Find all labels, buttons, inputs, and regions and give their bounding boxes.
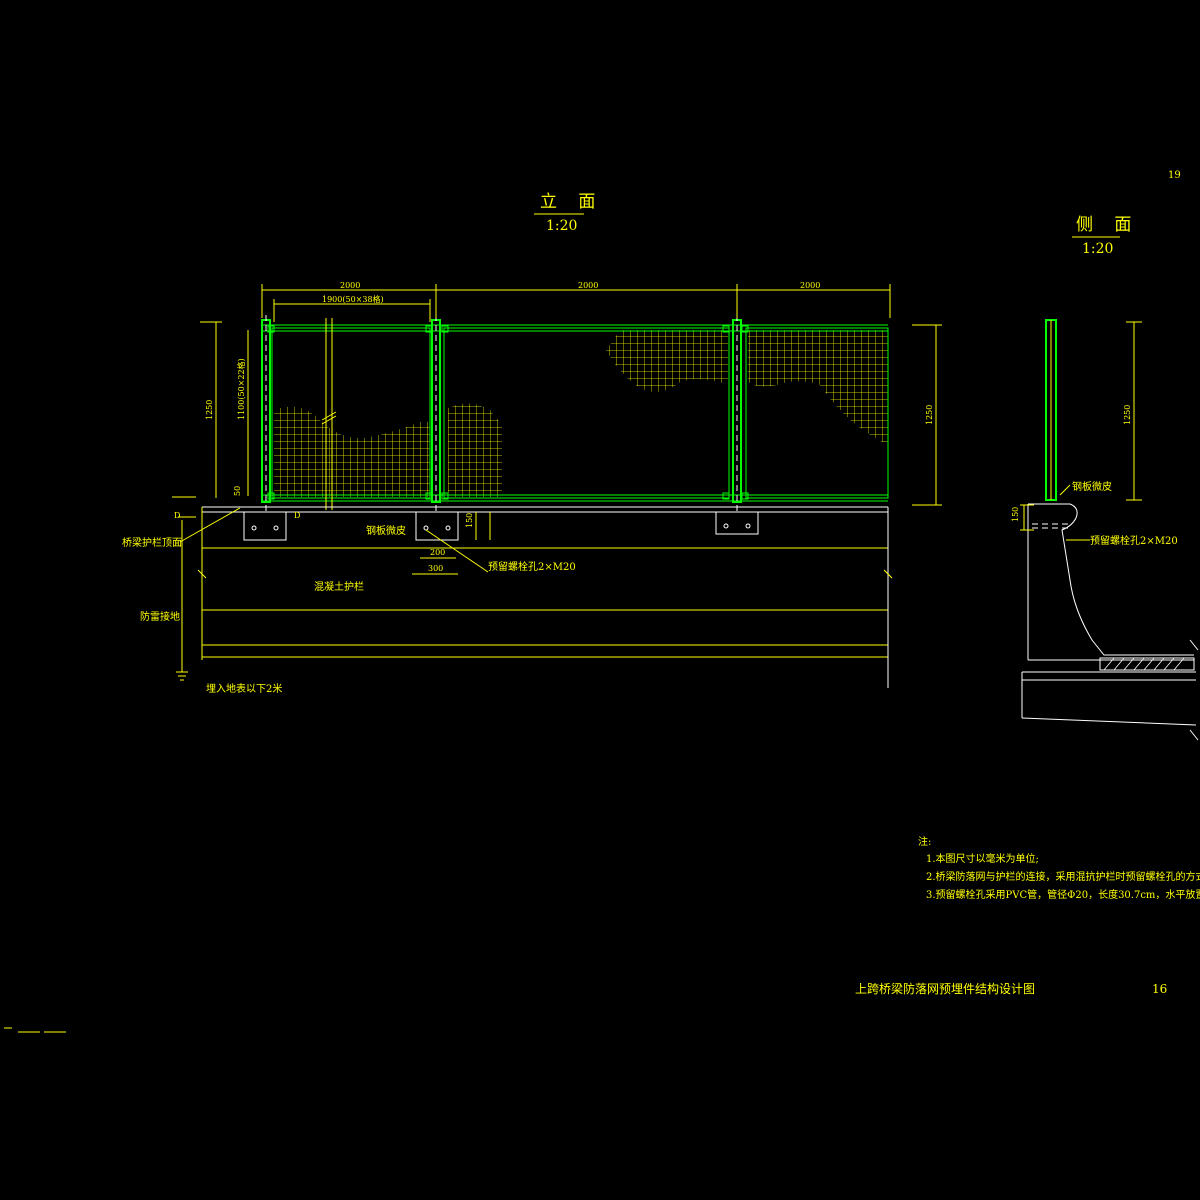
dim-plate-width: 200 <box>430 548 445 557</box>
embed-plate-1 <box>243 511 287 541</box>
page-number-bottom: 16 <box>1152 982 1167 996</box>
label-rail-top: 桥梁护栏顶面 <box>122 536 182 549</box>
mesh-region-1 <box>274 406 430 497</box>
label-steel-plate: 钢板微皮 <box>366 524 406 537</box>
dim-plate-outer: 300 <box>428 564 443 573</box>
dim-base-small: 50 <box>233 486 242 496</box>
dim-mesh-height: 1100(50×22格) <box>236 358 246 420</box>
section-mark-left: D <box>174 511 180 520</box>
mesh-region-2 <box>448 403 502 497</box>
side-dim-embed: 150 <box>1011 507 1020 522</box>
dim-span-3: 2000 <box>800 281 820 290</box>
elevation-scale: 1:20 <box>546 218 577 234</box>
section-mark-right: D <box>294 511 300 520</box>
concrete-rail <box>172 496 893 688</box>
dim-span-1: 2000 <box>340 281 360 290</box>
dim-mesh-width: 1900(50×38格) <box>322 294 384 304</box>
page-number-top: 19 <box>1168 170 1181 181</box>
mesh-region-3 <box>606 330 728 392</box>
sheet-title: 上跨桥梁防落网预埋件结构设计图 <box>855 981 1035 996</box>
side-dim-height: 1250 <box>1123 405 1132 425</box>
label-bolt-hole: 预留螺栓孔2×M20 <box>488 560 576 573</box>
dim-height-right: 1250 <box>925 405 934 425</box>
elevation-dimensions <box>200 284 942 575</box>
elevation-title: 立 面 <box>540 192 603 212</box>
fence-frame <box>261 315 889 515</box>
side-label-bolt-hole: 预留螺栓孔2×M20 <box>1090 534 1178 547</box>
dim-embed-depth: 150 <box>465 513 474 528</box>
note-2: 2.桥梁防落网与护栏的连接，采用混抗护栏时预留螺栓孔的方式; <box>926 870 1200 883</box>
embed-plate-3 <box>715 511 759 535</box>
note-1: 1.本图尺寸以毫米为单位; <box>926 852 1039 865</box>
dim-span-2: 2000 <box>578 281 598 290</box>
note-3: 3.预留螺栓孔采用PVC管，管径Φ20，长度30.7cm，水平放置。 <box>926 888 1200 901</box>
side-title: 侧 面 <box>1076 215 1139 235</box>
label-lightning-ground: 防雷接地 <box>140 610 180 623</box>
side-view-drawing <box>1020 319 1199 741</box>
corner-mark <box>4 1027 66 1033</box>
embed-plate-2 <box>415 511 459 541</box>
dim-height-total: 1250 <box>205 400 214 420</box>
mesh-region-4 <box>748 330 888 445</box>
label-bury-depth: 埋入地表以下2米 <box>206 682 282 695</box>
mesh-panels <box>274 330 888 497</box>
notes-block: 注: 1.本图尺寸以毫米为单位; 2.桥梁防落网与护栏的连接，采用混抗护栏时预留… <box>918 835 1200 901</box>
label-concrete-rail: 混凝土护栏 <box>314 580 364 593</box>
side-scale: 1:20 <box>1082 241 1113 257</box>
notes-heading: 注: <box>918 835 931 848</box>
side-label-steel-plate: 钢板微皮 <box>1072 480 1112 493</box>
